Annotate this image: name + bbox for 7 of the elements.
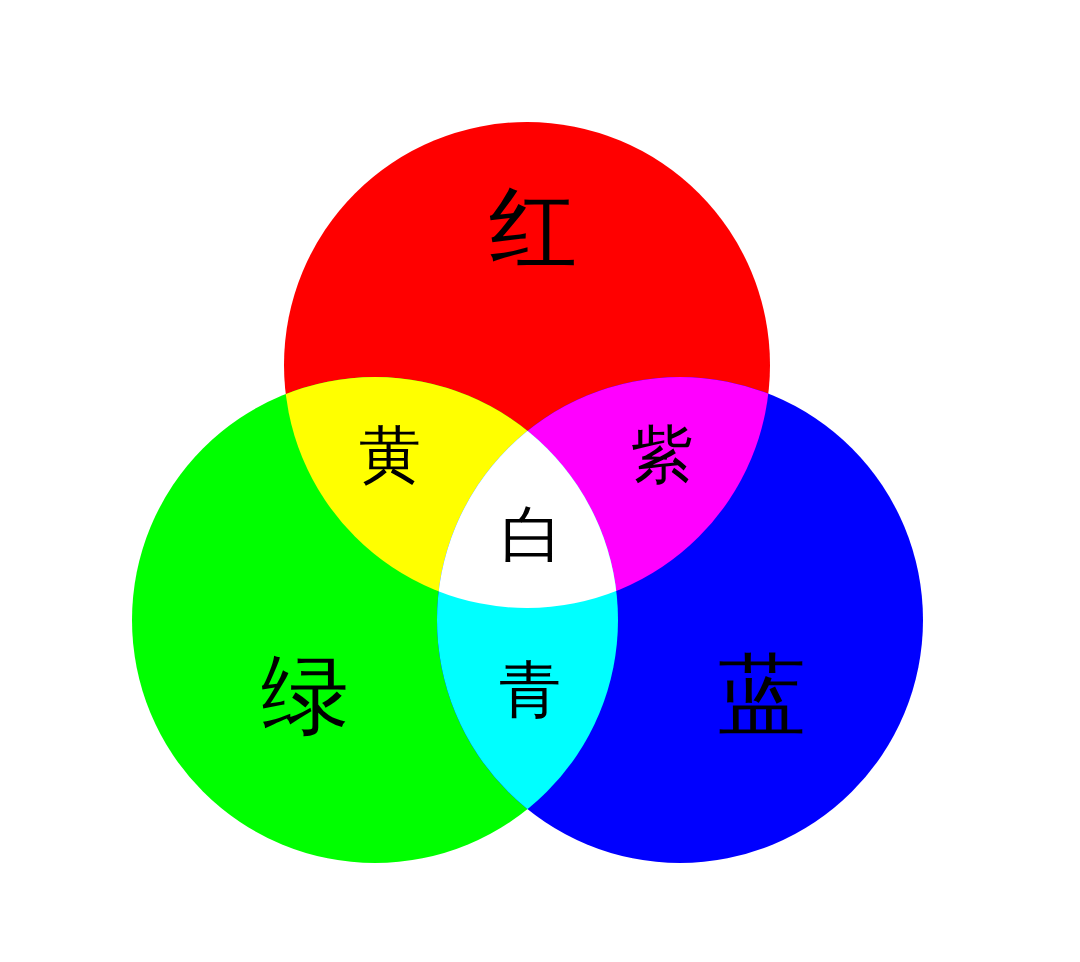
- color-label: 白: [501, 504, 563, 566]
- color-label: 青: [499, 659, 561, 721]
- color-label: 绿: [261, 651, 349, 739]
- color-label: 蓝: [718, 651, 806, 739]
- color-label: 黄: [359, 424, 421, 486]
- color-label: 紫: [631, 424, 693, 486]
- color-label: 红: [489, 184, 577, 272]
